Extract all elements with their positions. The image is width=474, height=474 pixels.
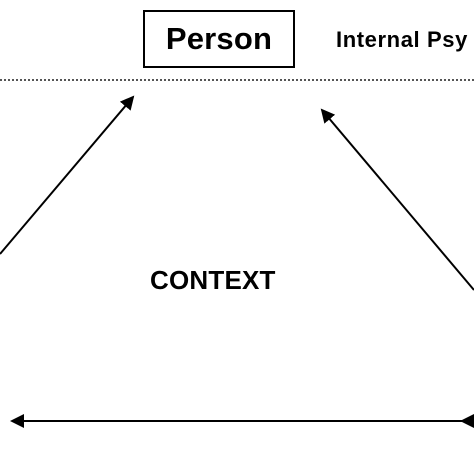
person-label: Person bbox=[165, 21, 273, 56]
context-label: CONTEXT bbox=[150, 265, 276, 295]
left-diagonal-arrow bbox=[0, 95, 135, 255]
internal-psychology-label: Internal Psy bbox=[336, 27, 468, 52]
person-box: Person bbox=[143, 10, 295, 68]
right-diagonal-arrow bbox=[320, 108, 474, 291]
dotted-divider bbox=[0, 79, 474, 81]
